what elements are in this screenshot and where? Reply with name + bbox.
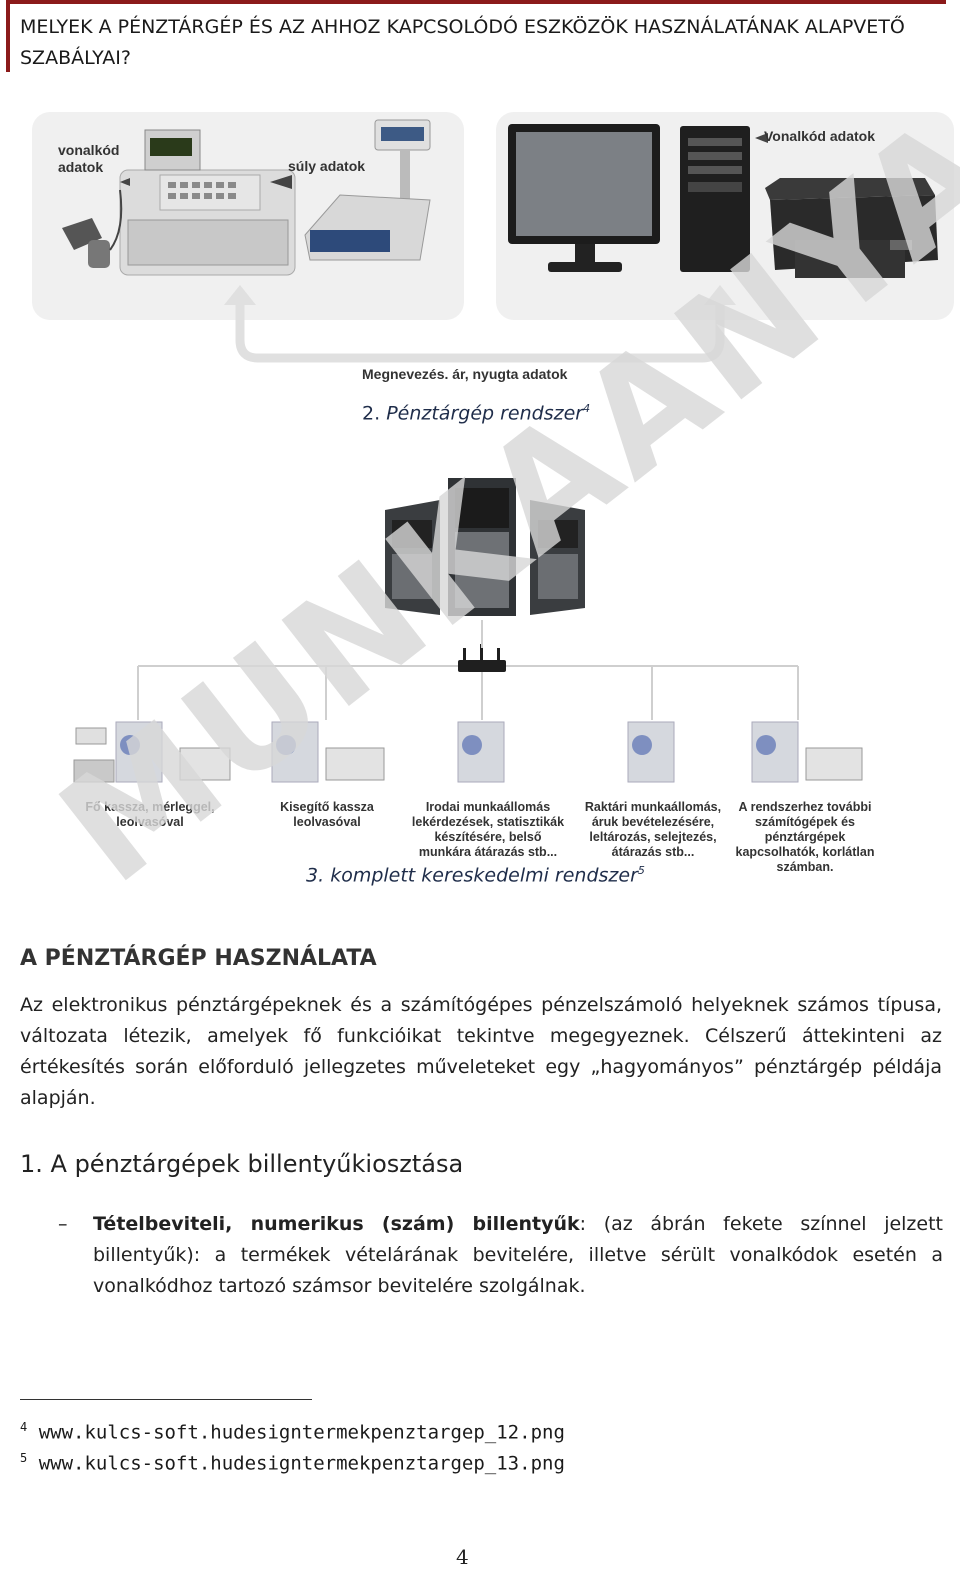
footnote-divider	[20, 1399, 312, 1400]
label-weight: súly adatok	[288, 158, 365, 175]
workstation-icon	[272, 722, 384, 782]
label-barcode-right: Vonalkód adatok	[764, 128, 875, 145]
section-paragraph: Az elektronikus pénztárgépeknek és a szá…	[20, 990, 942, 1114]
pc-tower-icon	[680, 126, 750, 272]
data-flow-arrows	[240, 300, 720, 358]
workstation-icon	[458, 722, 504, 782]
footnote-number: 5	[20, 1451, 27, 1465]
cash-register-icon	[120, 130, 295, 275]
footnote: 5 www.kulcs-soft.hudesigntermekpenztarge…	[20, 1451, 565, 1474]
workstation-icon	[752, 722, 862, 782]
page-number: 4	[456, 1545, 469, 1569]
caption-ref: 4	[583, 402, 590, 415]
node-label-office-workstation: Irodai munkaállomás lekérdezések, statis…	[408, 800, 568, 860]
server-icon	[530, 500, 585, 615]
arrow-up-left-icon	[224, 285, 256, 305]
node-label-warehouse-workstation: Raktári munkaállomás, áruk bevételezésér…	[580, 800, 726, 860]
bullet-dash: –	[58, 1209, 68, 1240]
node-label-extension: A rendszerhez további számítógépek és pé…	[724, 800, 886, 875]
subsection-title: 1. A pénztárgépek billentyűkiosztása	[20, 1150, 463, 1178]
caption-text: komplett kereskedelmi rendszer	[330, 864, 638, 886]
bullet-term: Tételbeviteli, numerikus (szám) billenty…	[93, 1213, 580, 1235]
barcode-scanner-icon	[62, 190, 121, 268]
chapter-title: MELYEK A PÉNZTÁRGÉP ÉS AZ AHHOZ KAPCSOLÓ…	[20, 12, 940, 74]
router-icon	[458, 644, 506, 672]
workstation-icon	[74, 722, 230, 782]
figure2-caption: 3. komplett kereskedelmi rendszer5	[306, 864, 645, 886]
footnote-link[interactable]: www.kulcs-soft.hudesigntermekpenztargep_…	[39, 1452, 565, 1474]
monitor-icon	[508, 124, 660, 272]
caption-ref: 5	[638, 864, 645, 877]
scale-icon	[305, 120, 430, 260]
footnote: 4 www.kulcs-soft.hudesigntermekpenztarge…	[20, 1420, 565, 1443]
workstation-icon	[628, 722, 674, 782]
node-label-main-register: Fő kassza, mérleggel, leolvasóval	[80, 800, 220, 830]
figure1-caption: 2. Pénztárgép rendszer4	[362, 402, 590, 424]
caption-number: 3.	[306, 864, 324, 886]
arrow-up-right-icon	[704, 285, 736, 305]
server-icon	[385, 500, 440, 615]
section-title: A PÉNZTÁRGÉP HASZNÁLATA	[20, 946, 377, 971]
footnote-number: 4	[20, 1420, 27, 1434]
figure2-diagram	[0, 470, 960, 800]
node-label-aux-register: Kisegítő kassza leolvasóval	[272, 800, 382, 830]
printer-icon	[765, 178, 938, 278]
footnote-link[interactable]: www.kulcs-soft.hudesigntermekpenztargep_…	[39, 1421, 565, 1443]
caption-text: Pénztárgép rendszer	[386, 402, 583, 424]
label-bottom: Megnevezés. ár, nyugta adatok	[362, 366, 567, 383]
bullet-text: Tételbeviteli, numerikus (szám) billenty…	[93, 1209, 943, 1302]
caption-number: 2.	[362, 402, 380, 424]
label-barcode-left: vonalkód adatok	[58, 142, 128, 176]
server-icon	[448, 478, 516, 616]
